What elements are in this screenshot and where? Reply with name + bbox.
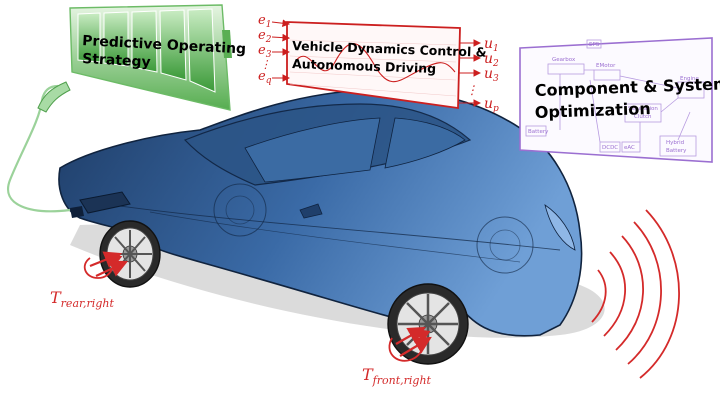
- part-dcdc: DCDC: [602, 145, 618, 151]
- input-e1: e1: [258, 13, 271, 30]
- battery-block: [69, 4, 232, 111]
- part-eps: EPS: [589, 42, 600, 48]
- part-eac: eAC: [624, 145, 635, 151]
- output-up: up: [484, 96, 499, 114]
- part-hybrid-battery: Battery: [666, 148, 687, 154]
- input-ellipsis: ⋮: [260, 58, 271, 71]
- part-emotor: EMotor: [596, 63, 616, 69]
- input-e2: e2: [258, 28, 272, 45]
- rear-torque-label: Trear,right: [50, 288, 114, 310]
- part-separation: Separation: [628, 106, 658, 112]
- output-u1: u1: [484, 36, 499, 54]
- system-title-line2: Optimization: [534, 99, 651, 122]
- output-u2: u2: [484, 51, 499, 69]
- part-hybrid: Hybrid: [666, 140, 684, 146]
- system-block: Gearbox EPS EMotor Engine Separation Clu…: [519, 37, 713, 163]
- part-engine: Engine: [680, 76, 699, 82]
- input-eq: eq: [258, 69, 272, 86]
- car-body: [58, 89, 583, 337]
- output-ellipsis: ⋮: [466, 83, 478, 97]
- strategy-title-line2: Strategy: [82, 51, 151, 71]
- control-title-line2: Autonomous Driving: [292, 56, 436, 76]
- control-title-line1: Vehicle Dynamics Control &: [292, 38, 487, 60]
- control-outputs: u1 u2 u3 ⋮ up: [459, 36, 499, 114]
- part-clutch: Clutch: [634, 114, 652, 120]
- control-block: [286, 21, 461, 110]
- front-torque-label: Tfront,right: [362, 365, 432, 387]
- front-wheel: [387, 283, 469, 365]
- front-torque-indicator: [388, 326, 432, 362]
- charging-cable: [7, 84, 71, 213]
- control-inputs: e1 e2 e3 ⋮ eq: [258, 13, 291, 86]
- cable-plug: [37, 81, 71, 113]
- output-u3: u3: [484, 66, 499, 84]
- input-e3: e3: [258, 43, 272, 60]
- part-battery: Battery: [528, 129, 549, 135]
- part-gearbox: Gearbox: [552, 57, 576, 63]
- radar-waves: [591, 209, 680, 379]
- rear-torque-indicator: [83, 251, 128, 279]
